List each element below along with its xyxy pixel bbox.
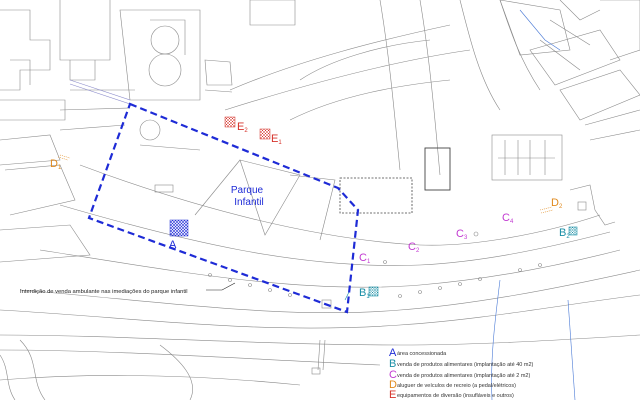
svg-text:E2: E2 [237, 121, 248, 134]
legend-letter-B: B [389, 358, 396, 370]
marker-D2-symbol [539, 206, 554, 214]
svg-text:C4: C4 [502, 212, 514, 225]
legend-item-D: D aluguer de veículos de recreio (a peda… [389, 379, 516, 391]
legend-text-A: área concessionada [397, 351, 447, 357]
marker-C2-sub: 2 [416, 248, 420, 254]
marker-D1: D1 [50, 154, 71, 171]
marker-D2-letter: D [551, 197, 559, 209]
area-E2-hatch [224, 116, 236, 128]
legend-text-B: venda de produtos alimentares (implantaç… [397, 362, 534, 368]
annotation-leader [206, 282, 236, 291]
legend-item-C: C venda de produtos alimentares (implant… [389, 369, 530, 381]
svg-text:C3: C3 [456, 228, 468, 241]
marker-B1-letter: B [359, 287, 366, 299]
marker-C4: C4 [502, 212, 514, 225]
park-label-line2: Infantil [234, 197, 263, 208]
marker-C1-letter: C [359, 252, 367, 264]
marker-B1: B1 [359, 287, 370, 300]
marker-C1-sub: 1 [367, 259, 371, 265]
svg-text:E1: E1 [271, 133, 282, 146]
svg-text:C2: C2 [408, 241, 420, 254]
legend-letter-E: E [389, 389, 396, 400]
marker-D1-sub: 1 [58, 165, 62, 171]
svg-text:B1: B1 [359, 287, 370, 300]
legend-letter-A: A [389, 347, 397, 359]
marker-C3: C3 [456, 228, 468, 241]
legend-text-D: aluguer de veículos de recreio (a pedal/… [397, 383, 516, 389]
marker-D1-symbol [57, 154, 71, 161]
legend: A área concessionada B venda de produtos… [389, 347, 534, 400]
marker-B2-letter: B [559, 227, 566, 239]
marker-A-letter: A [169, 239, 177, 251]
annotation-text: Interdição de venda ambulante nas imedia… [20, 289, 188, 295]
marker-B2: B2 [559, 227, 570, 240]
marker-E1: E1 [271, 133, 282, 146]
marker-C4-letter: C [502, 212, 510, 224]
marker-D1-letter: D [50, 158, 58, 170]
legend-letter-D: D [389, 379, 397, 391]
svg-text:D1: D1 [50, 158, 62, 171]
area-E1-hatch [259, 128, 271, 140]
svg-text:D2: D2 [551, 197, 563, 210]
legend-item-B: B venda de produtos alimentares (implant… [389, 358, 534, 370]
svg-text:B2: B2 [559, 227, 570, 240]
marker-D2: D2 [539, 197, 563, 214]
marker-D2-sub: 2 [559, 204, 563, 210]
area-A-hatch [169, 219, 189, 237]
svg-text:C1: C1 [359, 252, 371, 265]
marker-E2: E2 [237, 121, 248, 134]
marker-C2: C2 [408, 241, 420, 254]
marker-C1: C1 [359, 252, 371, 265]
legend-text-E: equipamentos de diversão (insufláveis e … [397, 393, 514, 399]
legend-text-C: venda de produtos alimentares (implantaç… [397, 373, 530, 379]
marker-E1-letter: E [271, 133, 278, 145]
marker-B1-sub: 1 [366, 294, 370, 300]
marker-C3-sub: 3 [464, 235, 468, 241]
marker-C4-sub: 4 [510, 219, 514, 225]
marker-A: A [169, 239, 177, 251]
legend-item-A: A área concessionada [389, 347, 447, 359]
park-label-line1: Parque [231, 185, 264, 196]
marker-B2-sub: 2 [566, 234, 570, 240]
marker-C2-letter: C [408, 241, 416, 253]
marker-E2-sub: 2 [244, 128, 248, 134]
legend-letter-C: C [389, 369, 397, 381]
area-B1-hatch [368, 286, 379, 297]
marker-E2-letter: E [237, 121, 244, 133]
concession-boundary [87, 102, 360, 314]
area-B2-hatch [568, 226, 578, 236]
marker-E1-sub: 1 [278, 140, 282, 146]
marker-C3-letter: C [456, 228, 464, 240]
legend-item-E: E equipamentos de diversão (insufláveis … [389, 389, 514, 400]
